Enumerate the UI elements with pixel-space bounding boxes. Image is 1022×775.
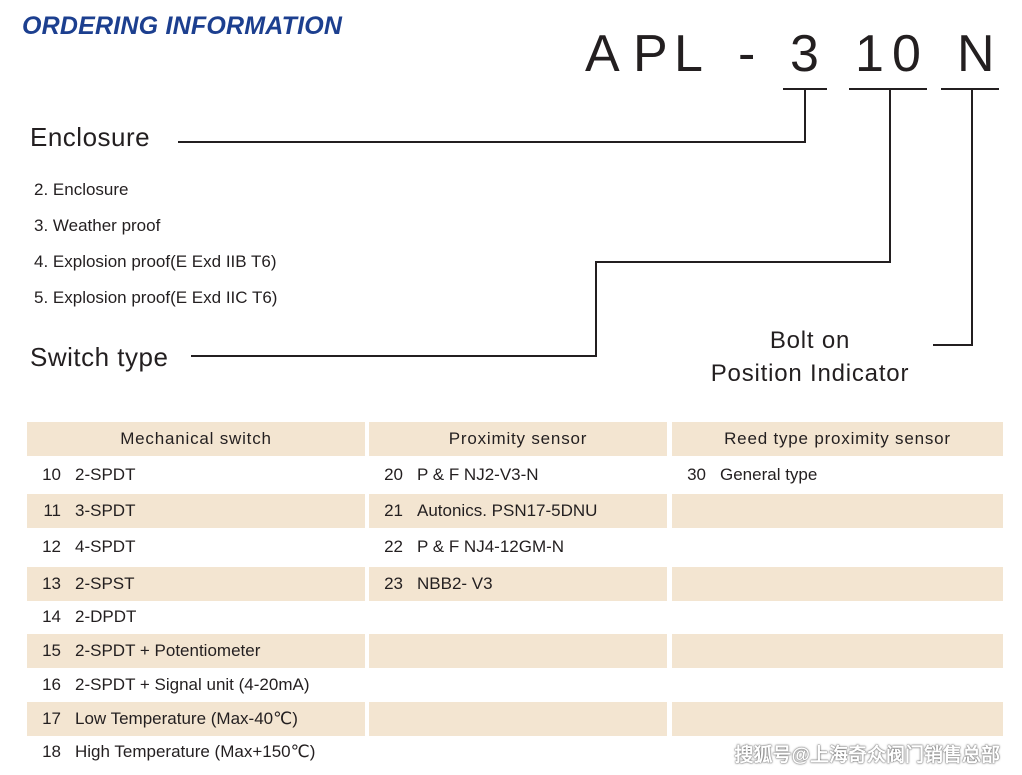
bolt-on-line1: Bolt on [769,327,851,354]
row-text: Low Temperature (Max-40℃) [75,709,298,728]
code-char-l: L [674,25,703,83]
enclosure-option: 2. Enclosure [34,180,129,199]
row-text: P & F NJ4-12GM-N [417,537,565,556]
switch-connector-h2 [595,261,891,263]
header-proximity: Proximity sensor [369,422,667,456]
enclosure-option: 5. Explosion proof(E Exd IIC T6) [34,288,278,307]
table-row-empty [672,567,1003,601]
switch-type-label: Switch type [30,342,169,372]
row-code: 13 [42,574,61,593]
row-text: General type [720,465,818,484]
bolt-on-line2: Position Indicator [710,360,910,387]
header-mechanical: Mechanical switch [27,422,365,456]
table-row: 30 General type [672,458,1003,492]
table-row-empty [672,494,1003,528]
watermark: 搜狐号@上海奇众阀门销售总部 [734,745,1000,766]
table-row-empty [672,634,1003,668]
row-code: 20 [384,465,403,484]
bolt-connector-v [971,90,973,346]
table-row: 22 P & F NJ4-12GM-N [369,530,667,564]
table-row-empty [369,702,667,736]
row-code: 11 [43,501,61,520]
switch-connector-h1 [191,355,597,357]
bolt-connector-h [933,344,973,346]
underline-enclosure [783,88,827,90]
switch-connector-v1 [595,261,597,357]
row-text: NBB2- V3 [417,574,493,593]
table-row-empty [369,634,667,668]
row-code: 15 [42,641,61,660]
row-text: 2-SPDT [75,465,136,484]
bolt-on-label: Bolt on Position Indicator [690,324,930,390]
row-code: 21 [384,501,403,520]
row-code: 16 [42,675,61,694]
row-text: 3-SPDT [75,501,136,520]
table-row: 10 2-SPDT [27,458,365,492]
table-row: 23 NBB2- V3 [369,567,667,601]
enclosure-option: 4. Explosion proof(E Exd IIB T6) [34,252,277,271]
table-row: 12 4-SPDT [27,530,365,564]
row-text: Autonics. PSN17-5DNU [417,501,598,520]
row-text: 2-SPDT + Potentiometer [75,641,261,660]
switch-connector-v2 [889,90,891,263]
code-part-switch-1: 1 [855,25,884,83]
code-char-a: A [585,25,620,83]
underline-switch [849,88,927,90]
table-row: 17 Low Temperature (Max-40℃) [27,702,365,736]
enclosure-connector-v [804,90,806,143]
table-row: 16 2-SPDT + Signal unit (4-20mA) [27,668,365,702]
code-part-enclosure: 3 [790,25,819,83]
row-code: 18 [42,742,61,761]
table-row: 18 High Temperature (Max+150℃) [27,735,365,769]
row-text: 2-SPST [75,574,135,593]
row-code: 14 [42,607,61,626]
row-code: 23 [384,574,403,593]
table-row: 15 2-SPDT + Potentiometer [27,634,365,668]
underline-bolt-on [941,88,999,90]
row-text: P & F NJ2-V3-N [417,465,539,484]
table-row: 11 3-SPDT [27,494,365,528]
code-char-dash: - [738,25,756,83]
code-part-switch-0: 0 [892,25,921,83]
table-row: 13 2-SPST [27,567,365,601]
enclosure-option: 3. Weather proof [34,216,161,235]
code-char-p: P [633,25,668,83]
table-row: 20 P & F NJ2-V3-N [369,458,667,492]
enclosure-label: Enclosure [30,122,151,152]
row-code: 10 [42,465,61,484]
row-text: 4-SPDT [75,537,136,556]
row-code: 30 [687,465,706,484]
row-code: 17 [42,709,61,728]
row-text: High Temperature (Max+150℃) [75,742,316,761]
code-part-bolt-on: N [957,25,995,83]
table-row: 14 2-DPDT [27,600,365,634]
enclosure-connector-h [178,141,806,143]
header-reed: Reed type proximity sensor [672,422,1003,456]
page-title: ORDERING INFORMATION [22,12,343,40]
row-text: 2-DPDT [75,607,137,626]
table-row: 21 Autonics. PSN17-5DNU [369,494,667,528]
table-row-empty [672,702,1003,736]
row-text: 2-SPDT + Signal unit (4-20mA) [75,675,310,694]
row-code: 12 [42,537,61,556]
row-code: 22 [384,537,403,556]
